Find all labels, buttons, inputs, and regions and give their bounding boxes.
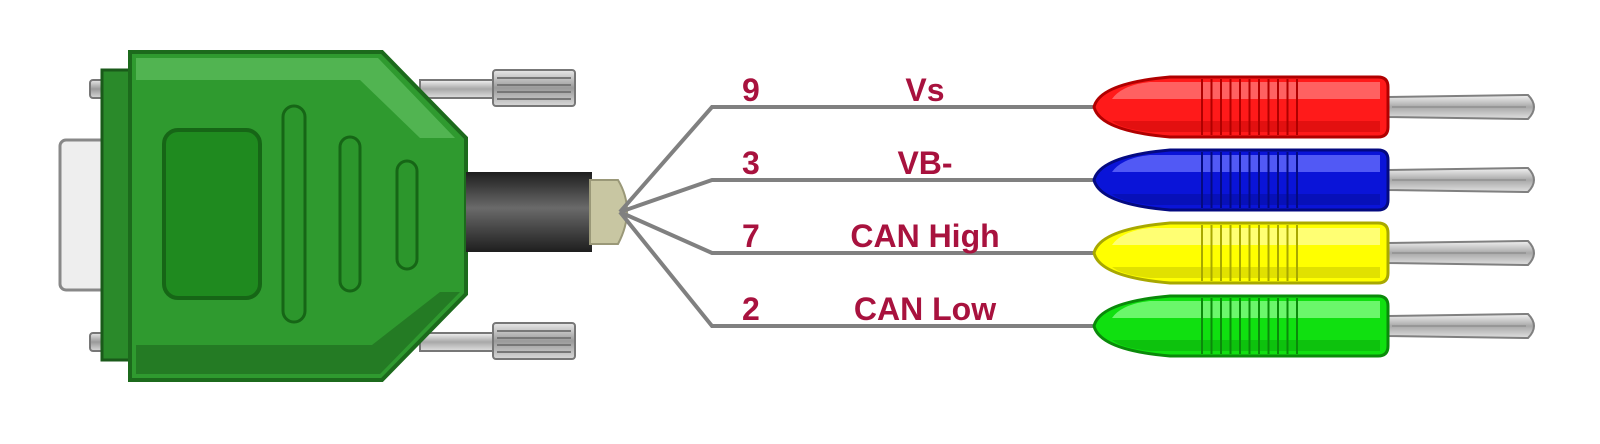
wire-row: 3 VB- xyxy=(619,145,1535,214)
plug-shadow xyxy=(1112,194,1380,205)
grip-ridge xyxy=(281,104,307,324)
plug-highlight xyxy=(1112,228,1380,245)
cable-jacket xyxy=(466,172,592,252)
wire-row: 2 CAN Low xyxy=(618,210,1535,358)
wire-line xyxy=(619,210,1094,255)
pin-number-label: 7 xyxy=(742,218,760,254)
banana-plug-yellow-icon xyxy=(1092,221,1535,285)
db9-connector-icon xyxy=(58,50,628,382)
connector-shadow xyxy=(136,292,460,374)
connector-highlight xyxy=(136,58,455,138)
plug-highlight xyxy=(1112,301,1380,318)
signal-name-label: CAN High xyxy=(850,218,999,254)
screw-top-icon xyxy=(89,69,576,107)
wire-row: 7 CAN High xyxy=(619,210,1535,285)
plug-shadow xyxy=(1112,340,1380,351)
pin-number-label: 2 xyxy=(742,291,760,327)
wires-layer: 9 Vs 3 VB- 7 CAN High 2 CAN Low xyxy=(618,72,1535,358)
pin-number-label: 3 xyxy=(742,145,760,181)
banana-plug-red-icon xyxy=(1092,75,1535,139)
plug-shadow xyxy=(1112,267,1380,278)
signal-name-label: VB- xyxy=(897,145,952,181)
plug-shadow xyxy=(1112,121,1380,132)
pin-number-label: 9 xyxy=(742,72,760,108)
wire-line xyxy=(619,178,1094,214)
plug-highlight xyxy=(1112,155,1380,172)
grip-panel xyxy=(162,128,262,300)
banana-plug-green-icon xyxy=(1092,294,1535,358)
wire-row: 9 Vs xyxy=(618,72,1535,214)
signal-name-label: CAN Low xyxy=(854,291,996,327)
signal-name-label: Vs xyxy=(905,72,944,108)
banana-plug-blue-icon xyxy=(1092,148,1535,212)
plug-highlight xyxy=(1112,82,1380,99)
wire-line xyxy=(618,105,1094,214)
grip-ridge xyxy=(395,159,419,271)
grip-ridge xyxy=(338,135,362,293)
wire-line xyxy=(618,210,1094,328)
